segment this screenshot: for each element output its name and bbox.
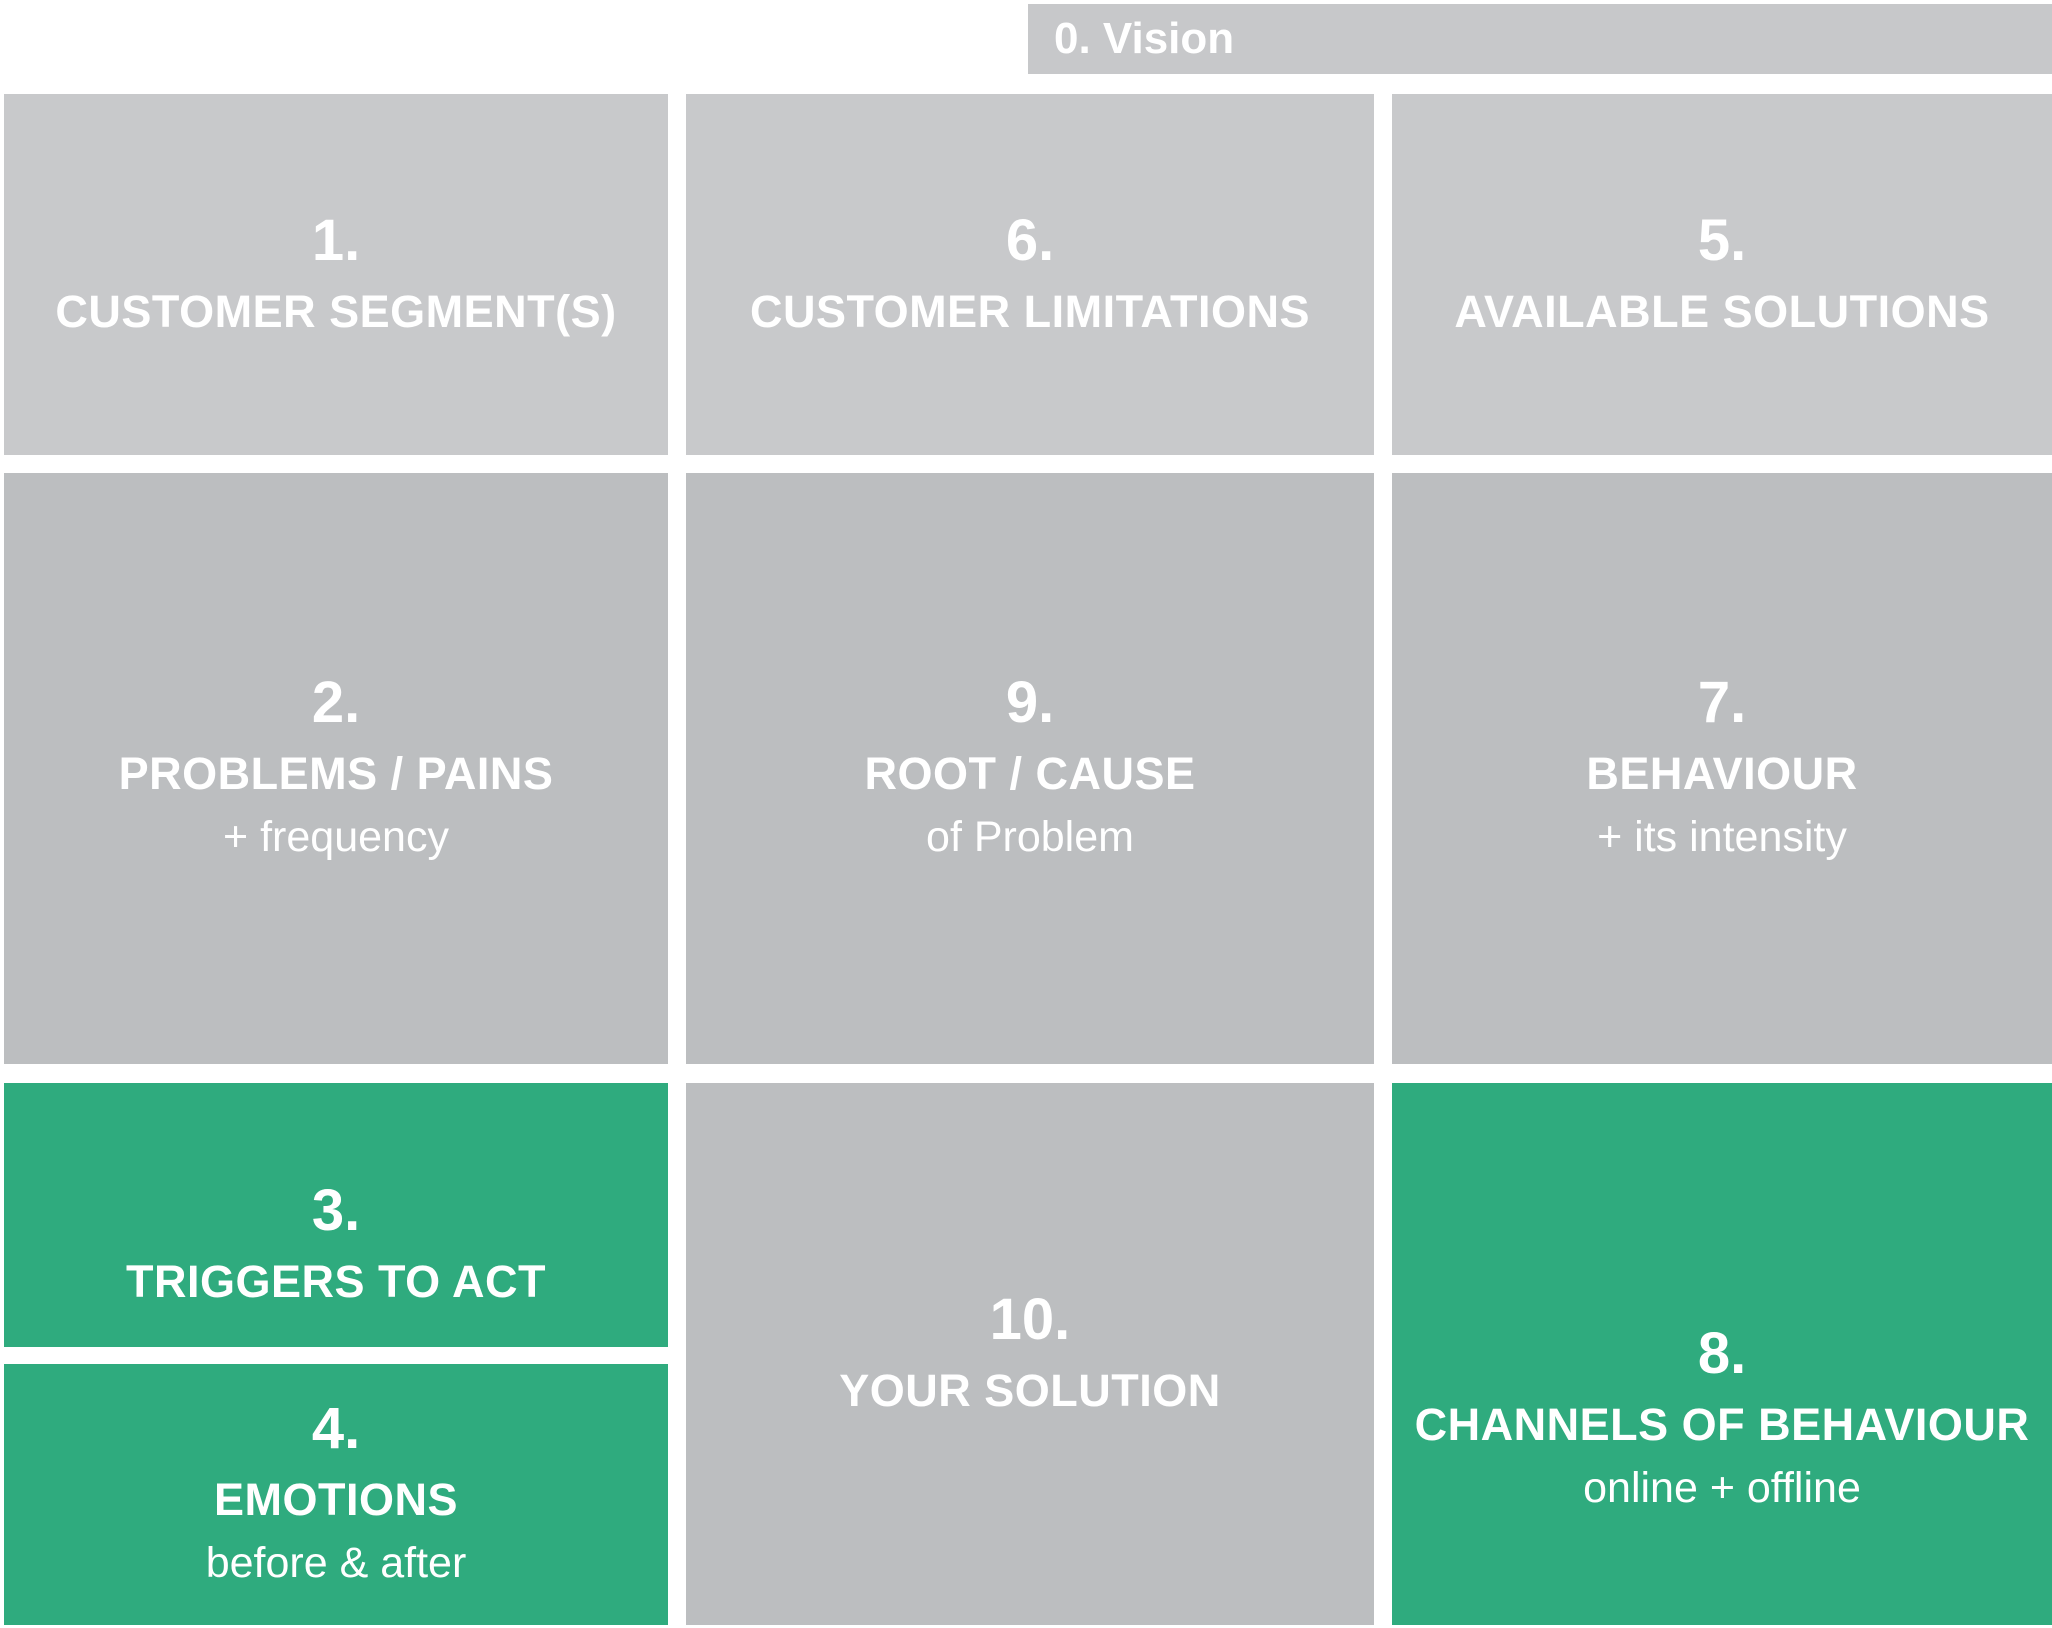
box-number: 10. xyxy=(989,1287,1071,1353)
box-title: BEHAVIOUR xyxy=(1586,748,1858,800)
box-title: EMOTIONS xyxy=(213,1474,458,1526)
box-number: 9. xyxy=(1005,670,1055,736)
box-number: 5. xyxy=(1697,207,1747,273)
box-title: YOUR SOLUTION xyxy=(839,1365,1221,1417)
box-6-customer-limitations: 6. CUSTOMER LIMITATIONS xyxy=(686,94,1374,455)
box-number: 4. xyxy=(311,1396,361,1462)
box-number: 1. xyxy=(311,207,361,273)
box-10-your-solution: 10. YOUR SOLUTION xyxy=(686,1083,1374,1625)
box-title: ROOT / CAUSE xyxy=(864,748,1196,800)
box-subtitle: before & after xyxy=(205,1539,467,1588)
box-title: AVAILABLE SOLUTIONS xyxy=(1454,285,1990,337)
box-2-problems-pains: 2. PROBLEMS / PAINS + frequency xyxy=(4,473,668,1064)
box-number: 6. xyxy=(1005,207,1055,273)
vision-bar-label: 0. Vision xyxy=(1054,14,1235,63)
box-number: 7. xyxy=(1697,670,1747,736)
box-subtitle: + its intensity xyxy=(1597,813,1847,862)
box-title: CUSTOMER SEGMENT(S) xyxy=(55,285,617,337)
box-3-triggers-to-act: 3. TRIGGERS TO ACT xyxy=(4,1083,668,1347)
box-title: CHANNELS OF BEHAVIOUR xyxy=(1414,1398,2030,1450)
box-1-customer-segments: 1. CUSTOMER SEGMENT(S) xyxy=(4,94,668,455)
box-number: 8. xyxy=(1697,1320,1747,1386)
box-9-root-cause: 9. ROOT / CAUSE of Problem xyxy=(686,473,1374,1064)
box-subtitle: + frequency xyxy=(223,813,449,862)
vision-bar: 0. Vision xyxy=(1028,4,2052,74)
box-title: TRIGGERS TO ACT xyxy=(125,1256,546,1308)
box-4-emotions: 4. EMOTIONS before & after xyxy=(4,1364,668,1625)
box-number: 3. xyxy=(311,1178,361,1244)
box-title: PROBLEMS / PAINS xyxy=(118,748,554,800)
box-number: 2. xyxy=(311,670,361,736)
box-8-channels-of-behaviour: 8. CHANNELS OF BEHAVIOUR online + offlin… xyxy=(1392,1083,2052,1625)
box-5-available-solutions: 5. AVAILABLE SOLUTIONS xyxy=(1392,94,2052,455)
box-subtitle: online + offline xyxy=(1583,1463,1861,1512)
box-7-behaviour: 7. BEHAVIOUR + its intensity xyxy=(1392,473,2052,1064)
box-subtitle: of Problem xyxy=(926,813,1134,862)
box-title: CUSTOMER LIMITATIONS xyxy=(750,285,1310,337)
